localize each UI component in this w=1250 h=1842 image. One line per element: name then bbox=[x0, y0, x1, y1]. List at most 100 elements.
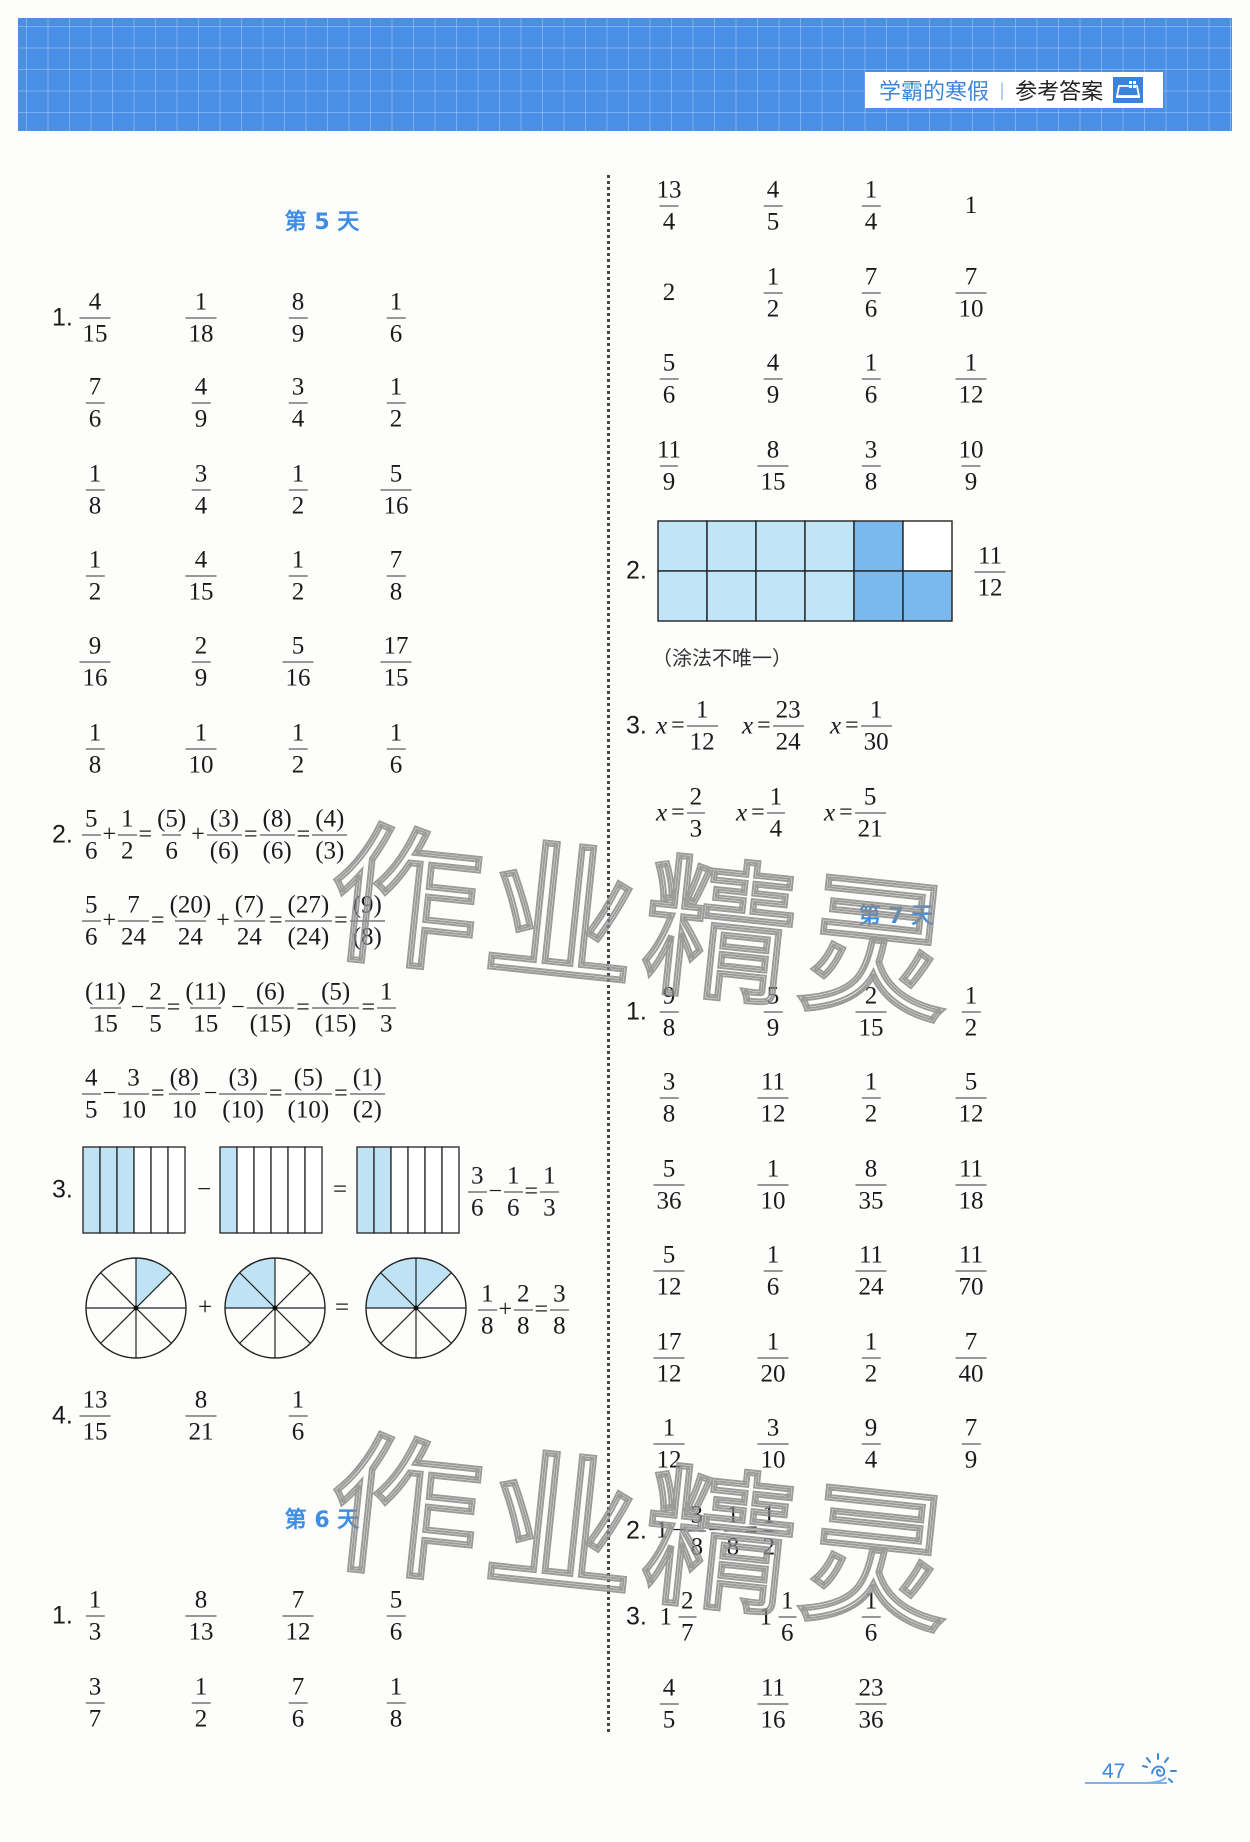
fraction-circle-figure bbox=[85, 1257, 187, 1359]
numerator: (5) bbox=[293, 1064, 323, 1092]
denominator: 15 bbox=[79, 317, 111, 350]
denominator: 2 bbox=[861, 1357, 881, 1390]
numerator: 7 bbox=[389, 546, 403, 574]
denominator: 5 bbox=[82, 1093, 101, 1126]
sun-swirl-icon bbox=[1138, 1753, 1177, 1784]
numerator: 1 bbox=[389, 288, 403, 316]
numerator: 7 bbox=[127, 891, 140, 919]
denominator: 15 bbox=[185, 575, 217, 608]
numerator: 8 bbox=[766, 436, 780, 464]
denominator: 15 bbox=[757, 465, 789, 498]
numerator: 5 bbox=[766, 982, 780, 1010]
denominator: 8 bbox=[687, 1530, 707, 1563]
numerator: (9) bbox=[352, 891, 382, 919]
denominator: 2 bbox=[961, 1011, 981, 1044]
variable: x bbox=[830, 712, 842, 739]
denominator: 12 bbox=[974, 571, 1006, 604]
denominator: 6 bbox=[386, 748, 406, 781]
numerator: 1 bbox=[291, 546, 305, 574]
numerator: 8 bbox=[194, 1586, 208, 1614]
numerator: 1 bbox=[389, 719, 403, 747]
fraction: (8)10 bbox=[167, 1063, 202, 1126]
numerator: 11 bbox=[977, 542, 1003, 570]
numerator: 5 bbox=[291, 632, 305, 660]
operator: = bbox=[243, 821, 258, 848]
numerator: 3 bbox=[194, 460, 208, 488]
denominator: 8 bbox=[85, 748, 105, 781]
mixed-number: (11)15 bbox=[182, 977, 229, 1040]
denominator: (15) bbox=[311, 1007, 360, 1040]
operator: = bbox=[744, 1517, 758, 1544]
numerator: 2 bbox=[689, 783, 703, 811]
denominator: 2 bbox=[386, 402, 406, 435]
numerator: 1 bbox=[766, 263, 780, 291]
shaded-grid-figure bbox=[657, 520, 953, 622]
denominator: 6 bbox=[288, 1702, 308, 1735]
numerator: 5 bbox=[863, 783, 877, 811]
fraction: (1)(2) bbox=[349, 1063, 385, 1126]
denominator: 4 bbox=[766, 812, 786, 845]
operator: = bbox=[534, 1296, 549, 1323]
question-number: 1. bbox=[52, 1601, 73, 1630]
operator: = bbox=[524, 1178, 539, 1205]
operator: = bbox=[361, 994, 376, 1021]
fraction: (5)6 bbox=[154, 804, 189, 867]
numerator: 1 bbox=[291, 1386, 305, 1414]
numerator: 11 bbox=[760, 1674, 786, 1702]
numerator: 1 bbox=[88, 460, 102, 488]
page-number-underline bbox=[1085, 1782, 1167, 1784]
numerator: 5 bbox=[85, 805, 98, 833]
numerator: 13 bbox=[656, 176, 682, 204]
operator: − bbox=[672, 1517, 686, 1544]
denominator: 40 bbox=[955, 1357, 987, 1390]
operator: = bbox=[268, 1080, 283, 1107]
equals-operator: = bbox=[751, 799, 765, 826]
mixed-number: (1)(2) bbox=[349, 1063, 385, 1126]
book-icon bbox=[1113, 77, 1144, 103]
numerator: 11 bbox=[958, 1155, 984, 1183]
numerator: 4 bbox=[194, 373, 208, 401]
denominator: 16 bbox=[79, 661, 111, 694]
variable: x bbox=[742, 712, 754, 739]
numerator: 4 bbox=[194, 546, 208, 574]
equals-operator: = bbox=[671, 799, 685, 826]
denominator: 70 bbox=[955, 1270, 987, 1303]
numerator: 9 bbox=[88, 632, 102, 660]
fraction: (11)15 bbox=[182, 977, 229, 1040]
mixed-number: (20)24 bbox=[167, 890, 215, 953]
numerator: 3 bbox=[690, 1501, 704, 1529]
